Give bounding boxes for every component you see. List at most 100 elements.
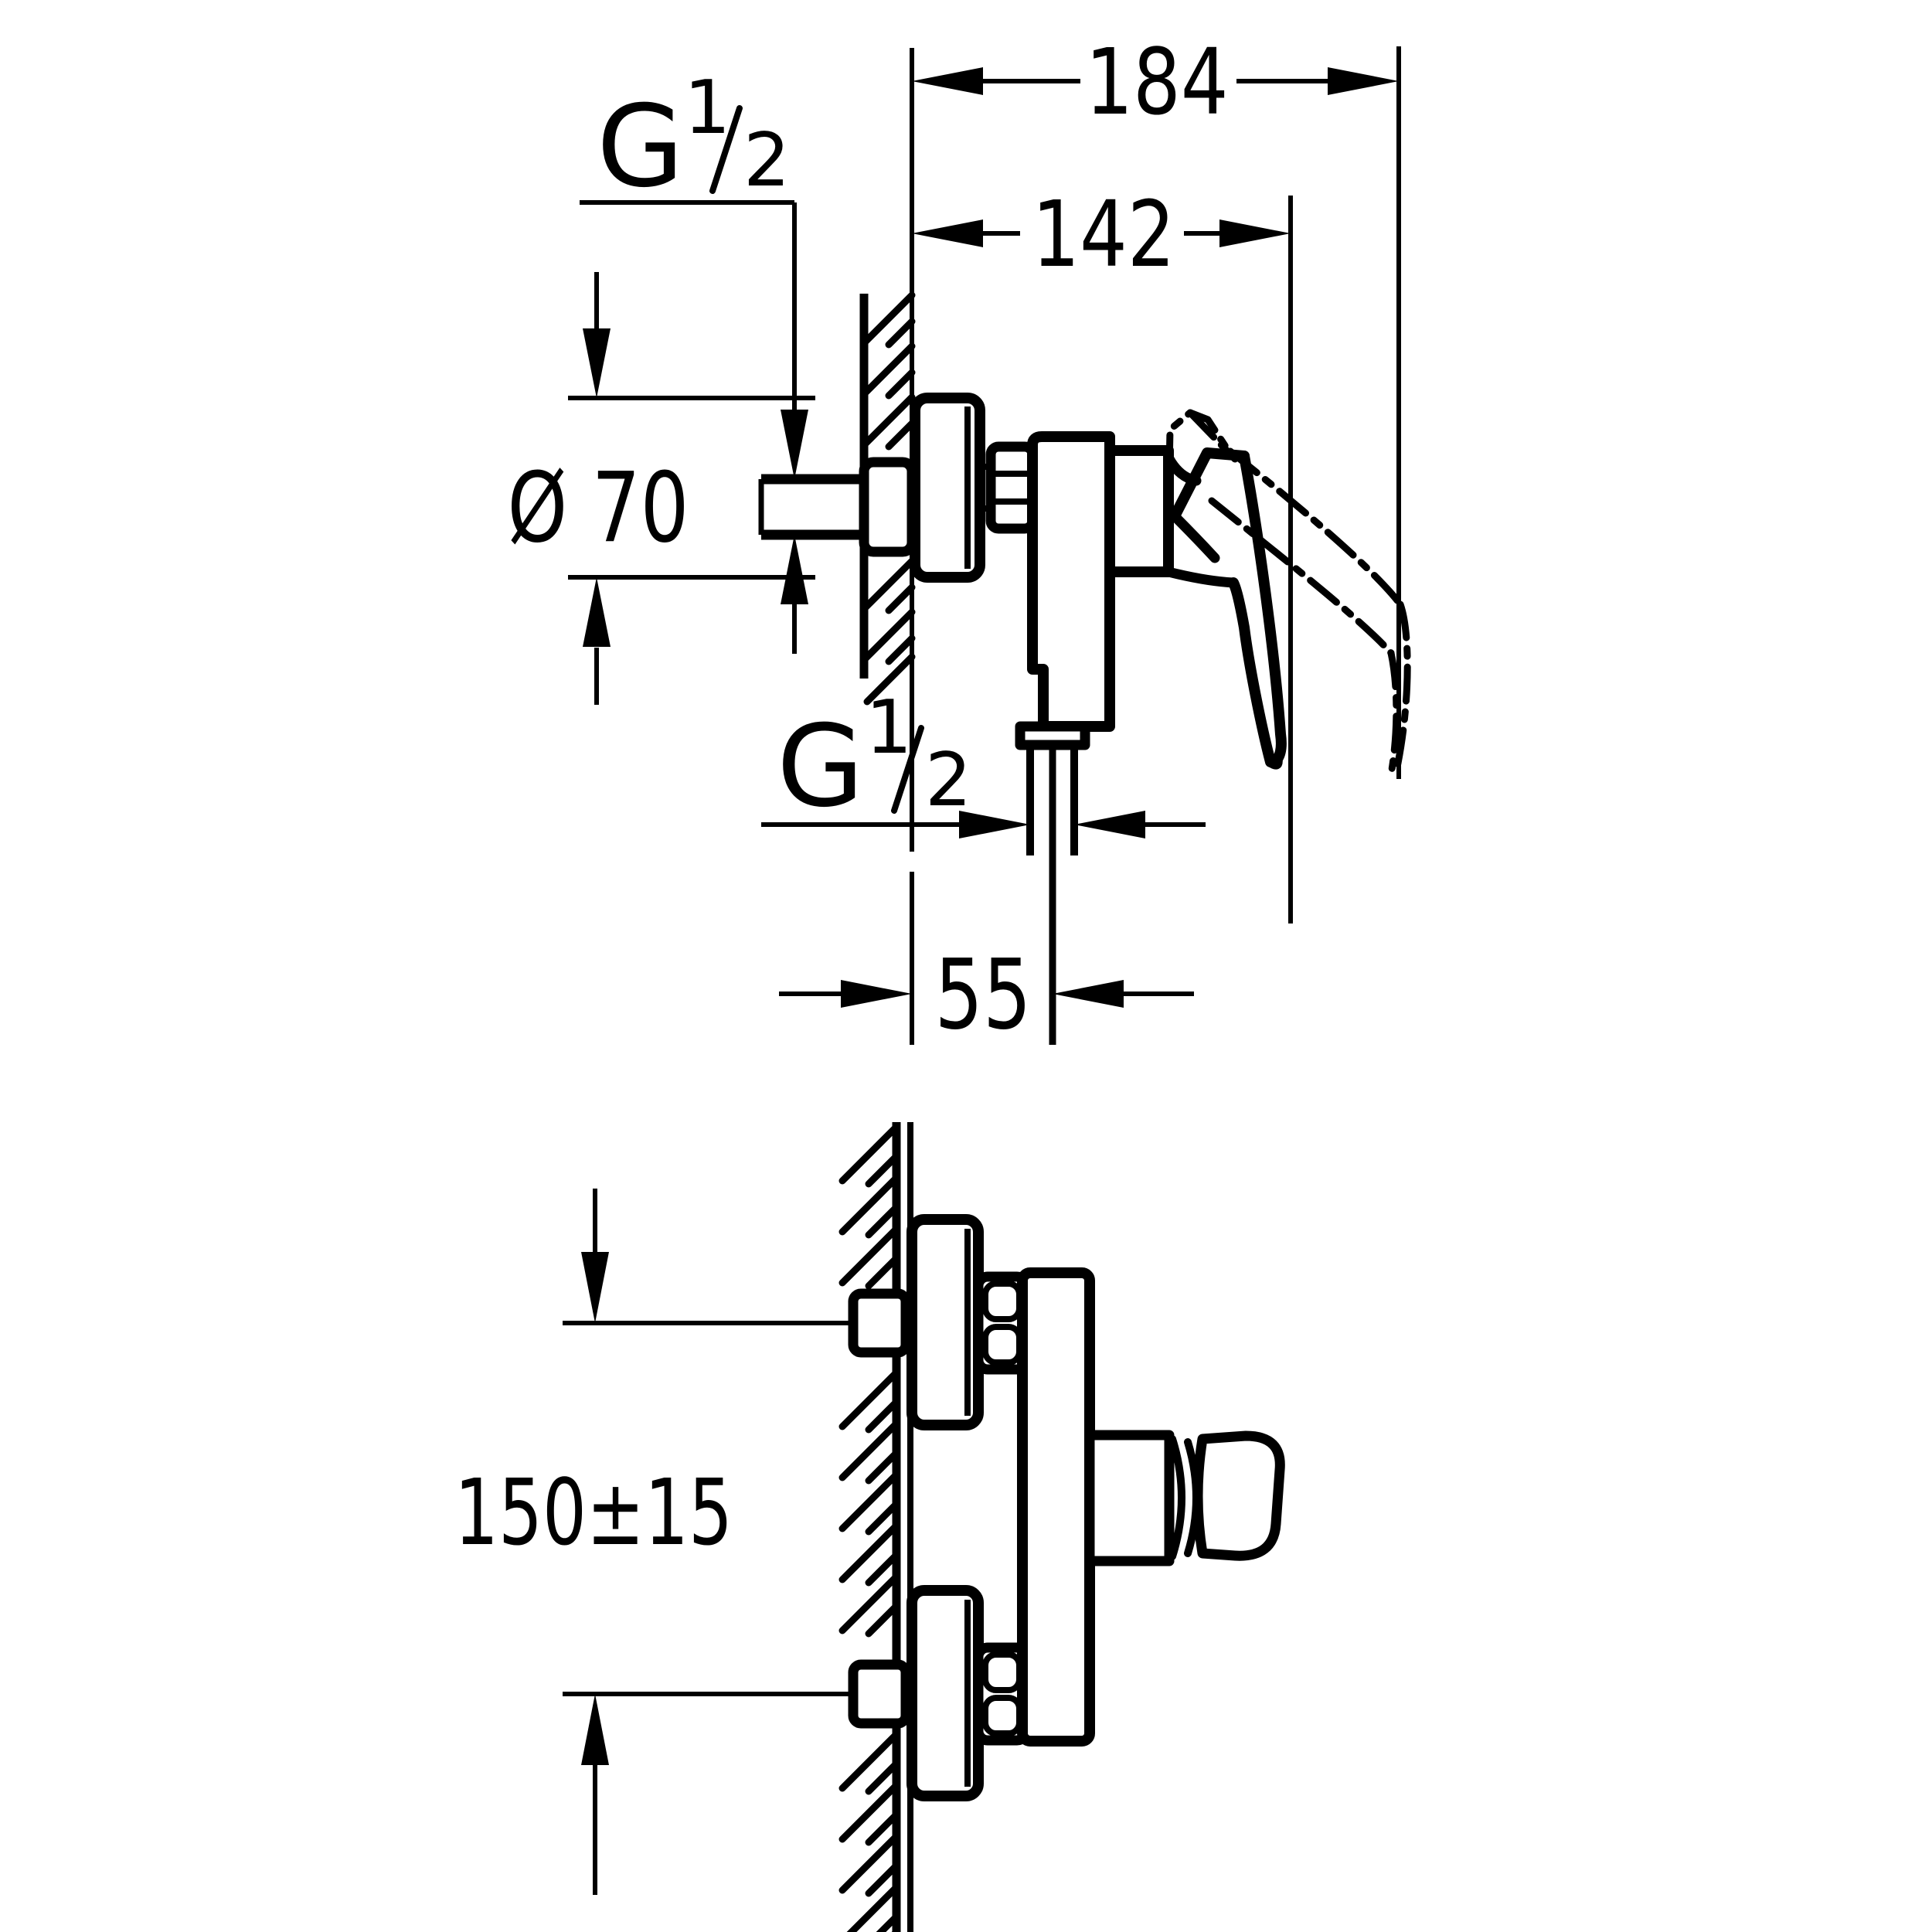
handle-closed-side xyxy=(1169,447,1287,770)
dim-text-150: 150±15 xyxy=(454,1459,733,1566)
hatch-stroke xyxy=(863,653,916,706)
hatch-tick xyxy=(865,1551,900,1587)
handle-front xyxy=(1084,1430,1285,1566)
hatch-tick xyxy=(865,1500,900,1536)
lever-inner-edge xyxy=(1228,577,1276,767)
front-view: 150±15 xyxy=(454,1122,1285,1932)
lever-outer-edge xyxy=(1239,451,1287,764)
escutcheon-outline xyxy=(910,393,985,583)
thread-denominator: 2 xyxy=(925,738,971,823)
arrowhead-left xyxy=(912,67,983,95)
dim-overall-depth: 184 xyxy=(912,29,1401,779)
hatch-stroke xyxy=(860,557,916,613)
valve-body-front xyxy=(1017,1267,1095,1747)
escutcheon-front-top xyxy=(906,1214,984,1430)
inlet-thread-label: G 1 2 xyxy=(580,66,808,654)
hatch-tick xyxy=(865,1602,900,1638)
hatch-stroke xyxy=(860,342,916,398)
fraction-slash xyxy=(891,725,924,814)
hatch-tick xyxy=(865,1811,900,1846)
hatch-tick xyxy=(885,634,916,665)
thread-denominator: 2 xyxy=(743,118,790,203)
thread-numerator: 1 xyxy=(684,66,730,151)
fraction-slash xyxy=(709,105,743,194)
escutcheon-side xyxy=(910,393,985,583)
thread-numerator: 1 xyxy=(866,685,912,770)
arrowhead-left xyxy=(1053,980,1124,1008)
hatch-tick xyxy=(865,1449,900,1485)
union-nut-side xyxy=(980,441,1038,534)
wall-section-front xyxy=(838,1122,913,1932)
handle-hub-lower xyxy=(1169,511,1220,563)
inlet-pipe-side xyxy=(758,457,917,557)
dim-inlet-spacing: 150±15 xyxy=(454,1189,853,1895)
hatch-stroke xyxy=(838,1832,900,1894)
arrowhead-down xyxy=(583,328,611,398)
arrowhead-left xyxy=(1074,811,1145,838)
hatch-stroke xyxy=(838,1174,900,1236)
escutcheon-front-bottom xyxy=(906,1585,984,1801)
phantom-lever-tip-inner xyxy=(1387,649,1400,774)
thread-prefix: G xyxy=(777,701,864,832)
union-hex-outline xyxy=(985,441,1038,534)
side-view: 184 142 G 1 2 xyxy=(508,29,1411,1051)
handle-cap-arc xyxy=(1168,1435,1185,1560)
dim-text-184: 184 xyxy=(1086,29,1229,135)
cartridge-housing xyxy=(1104,445,1174,577)
hatch-stroke xyxy=(838,1522,900,1583)
hatch-tick xyxy=(865,1862,900,1897)
hatch-tick xyxy=(865,1760,900,1795)
phantom-lever-tip-outer xyxy=(1392,600,1411,778)
hatch-stroke xyxy=(846,1883,900,1932)
arrowhead-right xyxy=(1219,219,1291,247)
union-nut-front-bottom xyxy=(973,1642,1032,1746)
dim-text-55: 55 xyxy=(935,939,1032,1051)
inlet-stub-bottom xyxy=(848,1659,911,1729)
arrowhead-up xyxy=(781,535,808,604)
hatch-stroke xyxy=(860,291,916,347)
hatch-tick xyxy=(885,420,916,451)
arrowhead-down xyxy=(581,1252,609,1323)
arrowhead-left xyxy=(912,219,983,247)
hatch-stroke xyxy=(838,1781,900,1843)
hatch-stroke xyxy=(838,1420,900,1481)
hatch-tick xyxy=(865,1203,900,1239)
outlet-thread-label: G 1 2 xyxy=(761,685,1206,838)
outlet-pipe-side xyxy=(1015,721,1090,1045)
hatch-tick xyxy=(865,1152,900,1188)
dim-outlet-offset: 55 xyxy=(779,939,1194,1051)
valve-body-side xyxy=(1027,431,1239,732)
hatch-tick xyxy=(885,318,916,349)
hatch-stroke xyxy=(838,1730,900,1792)
arrowhead-down xyxy=(781,410,808,479)
hatch-tick xyxy=(876,1913,900,1932)
hatch-stroke xyxy=(838,1573,900,1634)
hatch-tick xyxy=(885,583,916,614)
dim-text-142: 142 xyxy=(1032,181,1175,287)
dim-text-diameter: Ø 70 xyxy=(508,452,689,564)
body-outline xyxy=(1027,431,1115,732)
pipe-union-nut xyxy=(859,457,917,557)
arrowhead-right xyxy=(1328,67,1399,95)
hatch-tick xyxy=(865,1254,900,1290)
hatch-stroke xyxy=(838,1225,900,1287)
arrowhead-right xyxy=(959,811,1030,838)
dim-escutcheon-diameter: Ø 70 xyxy=(508,272,815,705)
wall-hatching-side xyxy=(860,291,916,706)
hatch-tick xyxy=(865,1398,900,1434)
handle-neck xyxy=(1084,1430,1175,1566)
outlet-collar xyxy=(1015,721,1090,750)
hatch-stroke xyxy=(838,1123,900,1185)
hatch-tick xyxy=(885,369,916,400)
handle-hub xyxy=(1169,447,1250,522)
handle-open-phantom xyxy=(1165,409,1411,778)
arrowhead-up xyxy=(583,577,611,647)
wall-hatching-front xyxy=(838,1123,900,1932)
hatch-stroke xyxy=(860,608,916,664)
dome-bottom-arc xyxy=(1163,566,1239,588)
hatch-stroke xyxy=(838,1369,900,1430)
phantom-lever-upper xyxy=(1226,447,1404,608)
dim-body-depth: 142 xyxy=(912,181,1293,923)
handle-knob xyxy=(1192,1430,1285,1561)
